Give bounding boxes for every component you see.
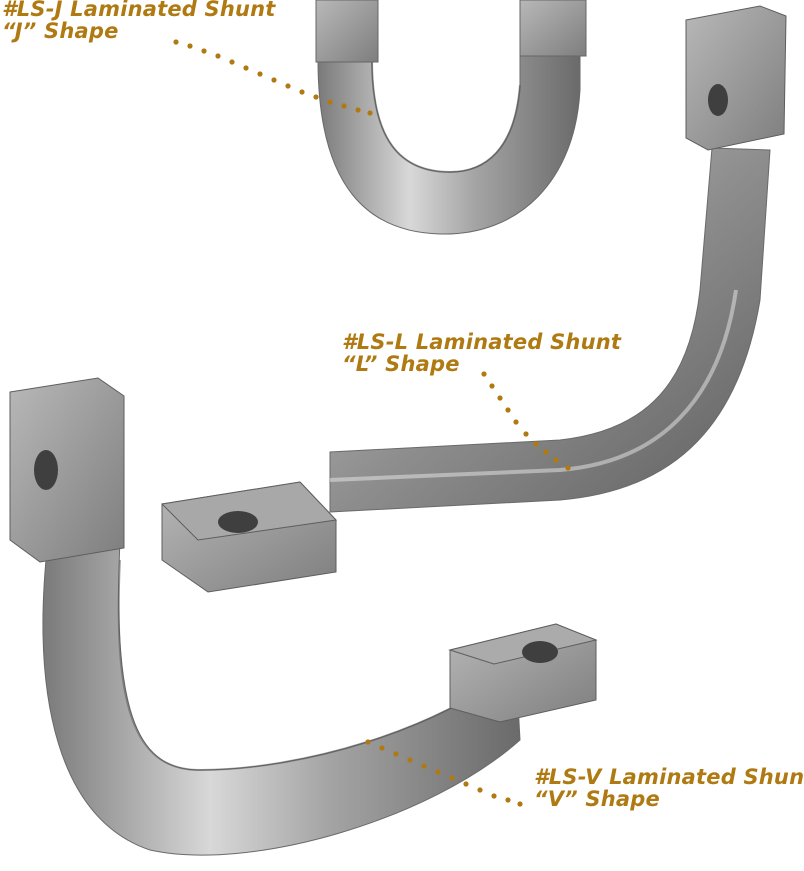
leader-dots-v — [365, 739, 523, 807]
leader-dots-l — [481, 371, 571, 471]
leader-dots-j — [173, 39, 373, 116]
shunt-v — [9, 377, 598, 856]
label-ls-l: #LS-L Laminated Shunt “L” Shape — [342, 331, 621, 375]
label-ls-v-shape: “V” Shape — [534, 787, 660, 811]
label-ls-j-title: #LS-J Laminated Shunt — [2, 0, 276, 21]
shunt-l — [160, 5, 787, 593]
label-ls-j: #LS-J Laminated Shunt “J” Shape — [2, 0, 276, 42]
label-ls-l-title: #LS-L Laminated Shunt — [342, 330, 622, 354]
label-ls-v: #LS-V Laminated Shunt “V” Shape — [534, 766, 804, 810]
label-ls-v-title: #LS-V Laminated Shunt — [534, 765, 804, 789]
label-ls-l-shape: “L” Shape — [342, 352, 460, 376]
shunt-j — [315, 0, 587, 235]
label-ls-j-shape: “J” Shape — [2, 19, 119, 43]
